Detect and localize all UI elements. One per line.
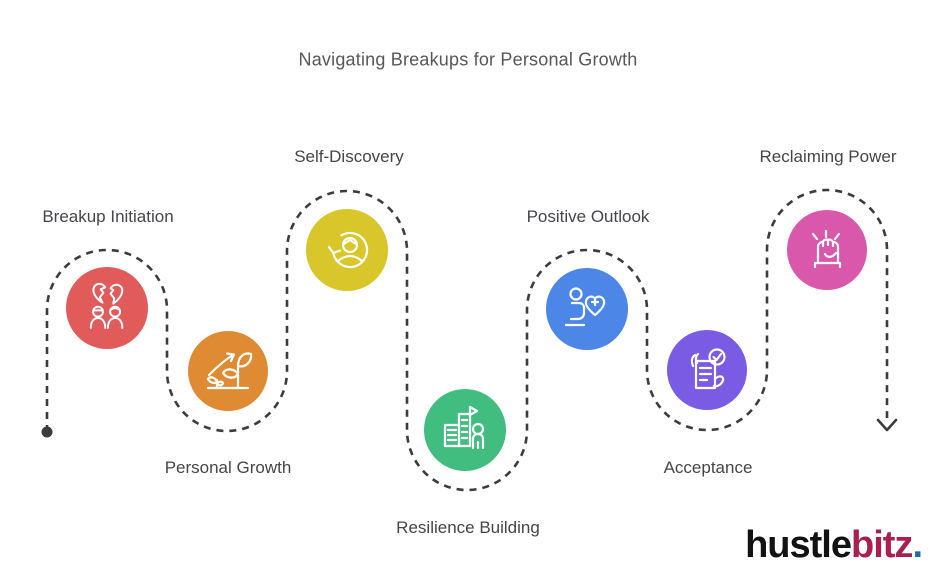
step-label-personal-growth: Personal Growth	[164, 458, 292, 477]
document-check-hand-icon	[690, 348, 726, 390]
step-label-positive-outlook: Positive Outlook	[526, 207, 650, 226]
step-circle-breakup-initiation	[66, 267, 148, 349]
person-refresh-icon	[327, 231, 369, 269]
step-circle-acceptance	[667, 330, 747, 410]
person-heart-plus-icon	[564, 287, 606, 327]
step-label-reclaiming-power: Reclaiming Power	[759, 147, 897, 166]
path-start-dot-icon	[41, 426, 53, 438]
path-end-arrow-icon	[876, 418, 898, 432]
journey-path	[45, 188, 889, 492]
brand-logo-dot: .	[912, 524, 923, 566]
step-label-breakup-initiation: Breakup Initiation	[42, 207, 174, 226]
step-circle-self-discovery	[306, 209, 388, 291]
step-label-resilience-building: Resilience Building	[396, 518, 540, 537]
brand-logo: hustlebitz.	[745, 524, 923, 567]
page-title: Navigating Breakups for Personal Growth	[298, 49, 638, 70]
step-circle-personal-growth	[188, 331, 268, 411]
brand-logo-bitz: bitz	[851, 524, 913, 566]
broken-heart-couple-icon	[89, 282, 124, 329]
building-person-icon	[443, 405, 485, 450]
brand-logo-hustle: hustle	[745, 524, 852, 566]
plant-growth-arrow-icon	[206, 352, 253, 390]
raised-fist-icon	[811, 229, 842, 269]
step-circle-positive-outlook	[546, 268, 628, 350]
step-circle-reclaiming-power	[787, 210, 867, 290]
step-circle-resilience-building	[424, 389, 506, 471]
step-label-acceptance: Acceptance	[663, 458, 753, 477]
step-label-self-discovery: Self-Discovery	[294, 147, 404, 166]
